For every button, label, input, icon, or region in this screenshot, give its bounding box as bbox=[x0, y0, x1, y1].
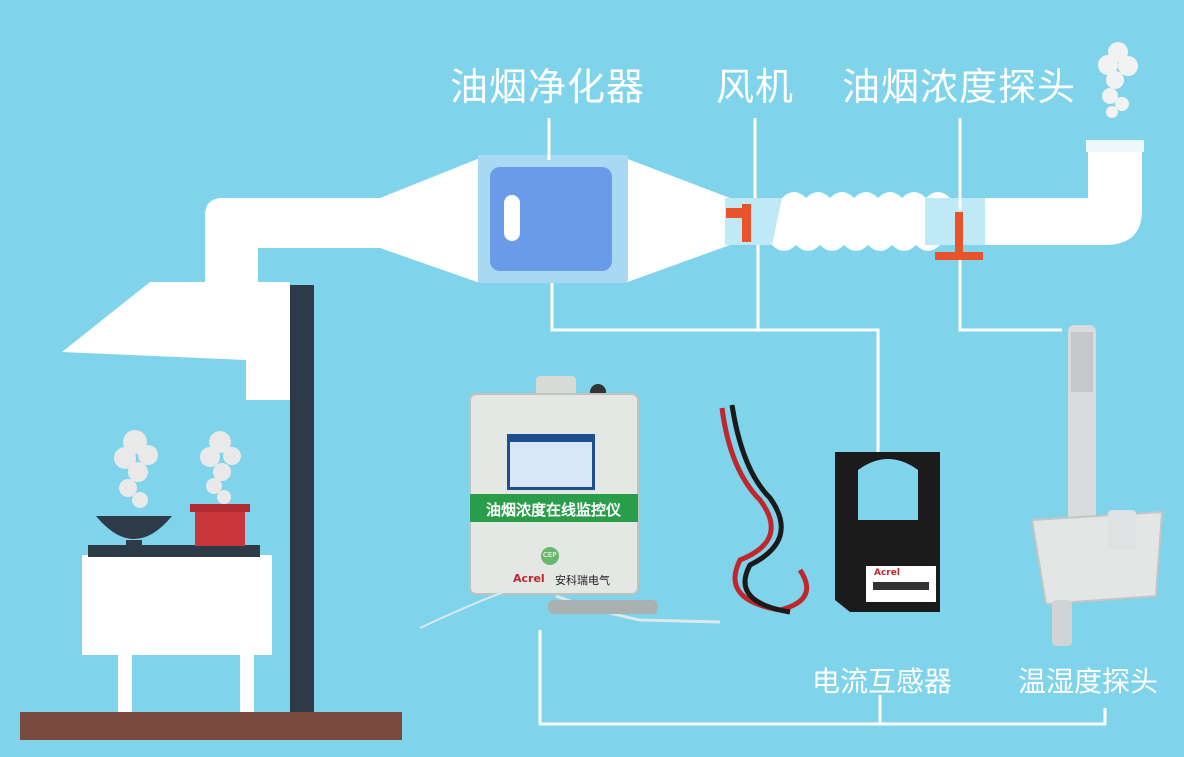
concentration-probe-marker bbox=[935, 212, 983, 260]
pot-icon bbox=[190, 504, 250, 546]
hood-post bbox=[290, 285, 314, 715]
temp-humidity-probe-device bbox=[1030, 325, 1164, 646]
temp-humidity-probe-label: 温湿度探头 bbox=[1018, 665, 1159, 698]
cep-mark: CEP bbox=[543, 551, 557, 559]
fume-purifier bbox=[478, 155, 628, 283]
exhaust-smoke-icon bbox=[1098, 42, 1138, 118]
exhaust-duct bbox=[205, 140, 1144, 300]
fan-marker bbox=[726, 204, 751, 242]
stove bbox=[82, 545, 272, 715]
monitor-panel-title: 油烟浓度在线监控仪 bbox=[486, 501, 622, 519]
current-transformer-device bbox=[719, 404, 940, 615]
online-monitor-device bbox=[419, 376, 721, 629]
current-transformer-label: 电流互感器 bbox=[812, 665, 953, 698]
purifier-label: 油烟净化器 bbox=[450, 65, 646, 109]
ct-brand-logo: Acrel bbox=[874, 568, 900, 578]
monitor-brand-logo: Acrel bbox=[513, 572, 545, 585]
monitor-brand-name: 安科瑞电气 bbox=[555, 574, 610, 587]
concentration-probe-label: 油烟浓度探头 bbox=[842, 65, 1077, 109]
connector-lines bbox=[538, 118, 1107, 726]
cooking-smoke-icon bbox=[114, 430, 241, 508]
range-hood bbox=[62, 282, 290, 400]
floor bbox=[20, 712, 402, 740]
wok-icon bbox=[96, 516, 172, 548]
fan-label: 风机 bbox=[716, 65, 795, 109]
